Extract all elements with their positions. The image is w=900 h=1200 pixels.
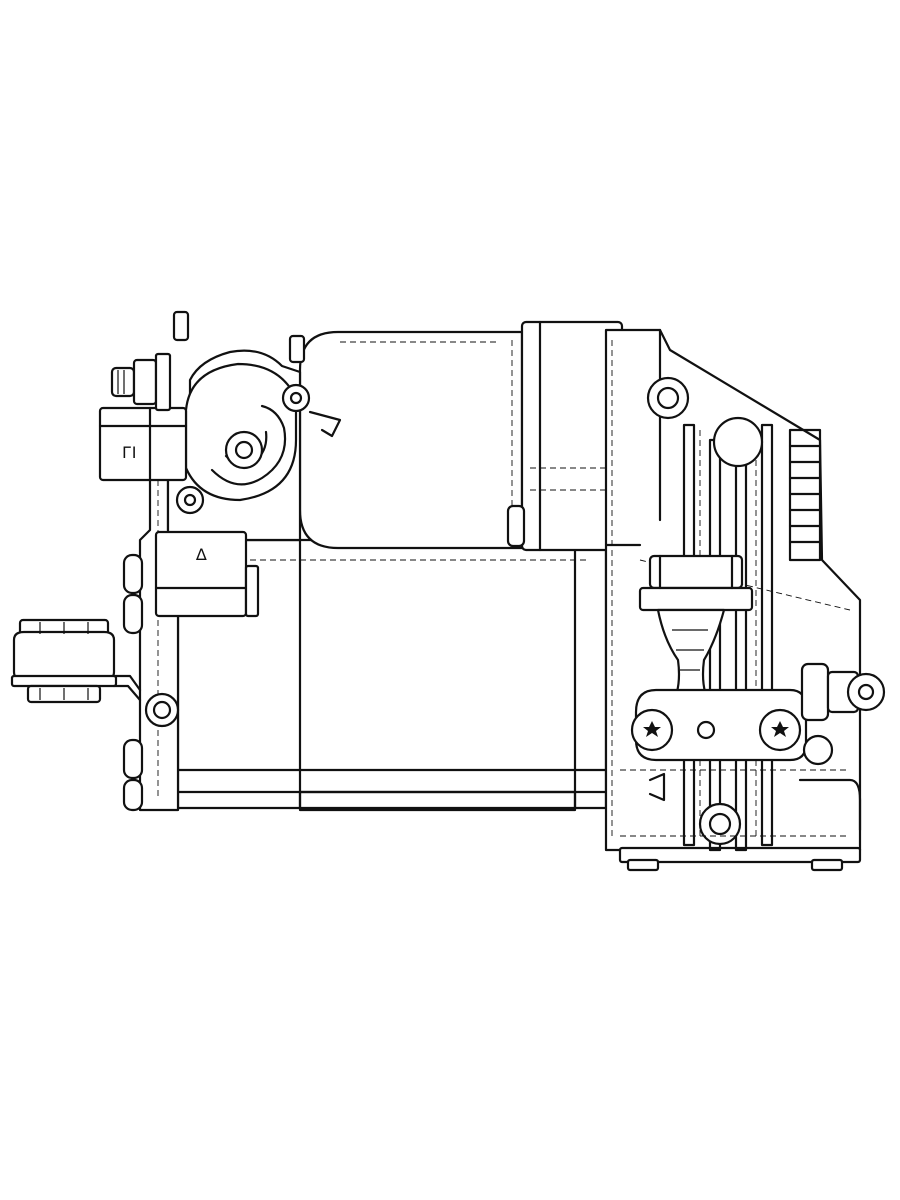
frame-bolt-top (646, 376, 690, 420)
frame-bolt-bottom (698, 802, 742, 846)
compressor-cylinder (298, 320, 624, 552)
cooling-fins (788, 428, 822, 562)
mounting-bolt (144, 692, 180, 728)
motor-connector-marking: ГІ (122, 443, 136, 462)
rubber-mount (10, 618, 142, 704)
valve-connector: ∆ (154, 530, 260, 618)
cover-screw-bottom (175, 485, 205, 515)
air-inlet-fitting (110, 352, 172, 412)
cover-screw-top (281, 383, 311, 413)
valve-connector-marking: ∆ (195, 545, 207, 564)
air-outlet-fitting (800, 662, 886, 722)
torx-screw-left (630, 708, 674, 752)
dryer-cap (712, 416, 764, 468)
lower-frame-details (620, 769, 862, 837)
pressure-valve-head (638, 554, 754, 710)
bracket-pin (802, 734, 834, 766)
torx-screw-right (758, 708, 802, 752)
motor-connector: ГІ (98, 406, 188, 482)
